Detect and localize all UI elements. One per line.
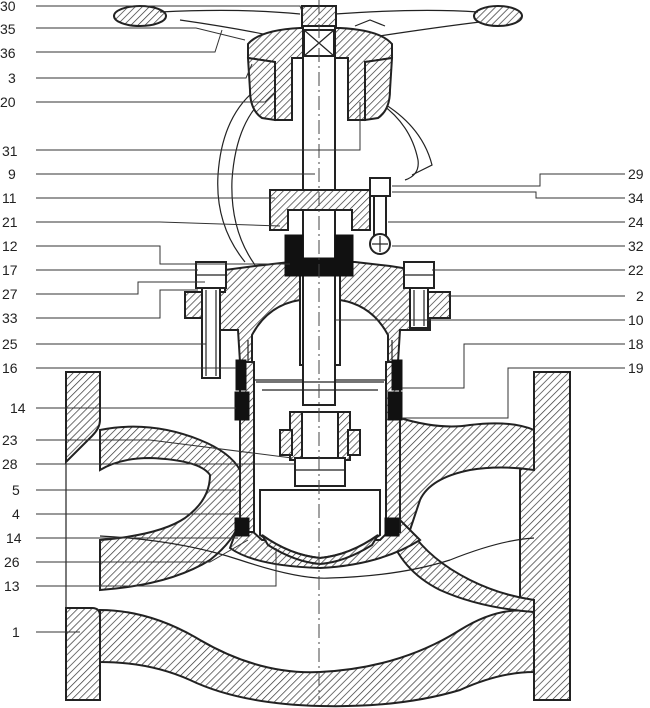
label-23: 23	[2, 432, 18, 448]
label-12: 12	[2, 238, 18, 254]
label-33: 33	[2, 310, 18, 326]
label-22: 22	[628, 262, 644, 278]
label-36: 36	[0, 45, 16, 61]
label-2: 2	[636, 288, 644, 304]
label-27: 27	[2, 286, 18, 302]
label-31: 31	[2, 143, 18, 159]
label-29: 29	[628, 166, 644, 182]
valve-body	[65, 371, 571, 708]
label-21: 21	[2, 214, 18, 230]
label-25: 25	[2, 336, 18, 352]
disc-and-cage	[234, 359, 403, 566]
label-35: 35	[0, 21, 16, 37]
label-28: 28	[2, 456, 18, 472]
label-16: 16	[2, 360, 18, 376]
label-17: 17	[2, 262, 18, 278]
label-14-upper: 14	[10, 400, 26, 416]
labels-right: 29 34 24 32 22 2 10 18 19	[628, 166, 644, 376]
handwheel	[113, 5, 523, 122]
label-34: 34	[628, 190, 644, 206]
label-20: 20	[0, 94, 16, 110]
label-30: 30	[0, 0, 16, 14]
label-14-lower: 14	[6, 530, 22, 546]
label-1: 1	[12, 624, 20, 640]
label-24: 24	[628, 214, 644, 230]
label-26: 26	[4, 554, 20, 570]
label-10: 10	[628, 312, 644, 328]
label-18: 18	[628, 336, 644, 352]
label-19: 19	[628, 360, 644, 376]
labels-left: 30 35 36 3 20 31 9 11 21 12 17 27 33 25 …	[0, 0, 26, 640]
label-13: 13	[4, 578, 20, 594]
bolts	[195, 177, 435, 379]
label-3: 3	[8, 70, 16, 86]
label-11: 11	[2, 190, 17, 206]
label-9: 9	[8, 166, 16, 182]
label-32: 32	[628, 238, 644, 254]
label-5: 5	[12, 482, 20, 498]
label-4: 4	[12, 506, 20, 522]
leader-lines	[36, 5, 625, 633]
